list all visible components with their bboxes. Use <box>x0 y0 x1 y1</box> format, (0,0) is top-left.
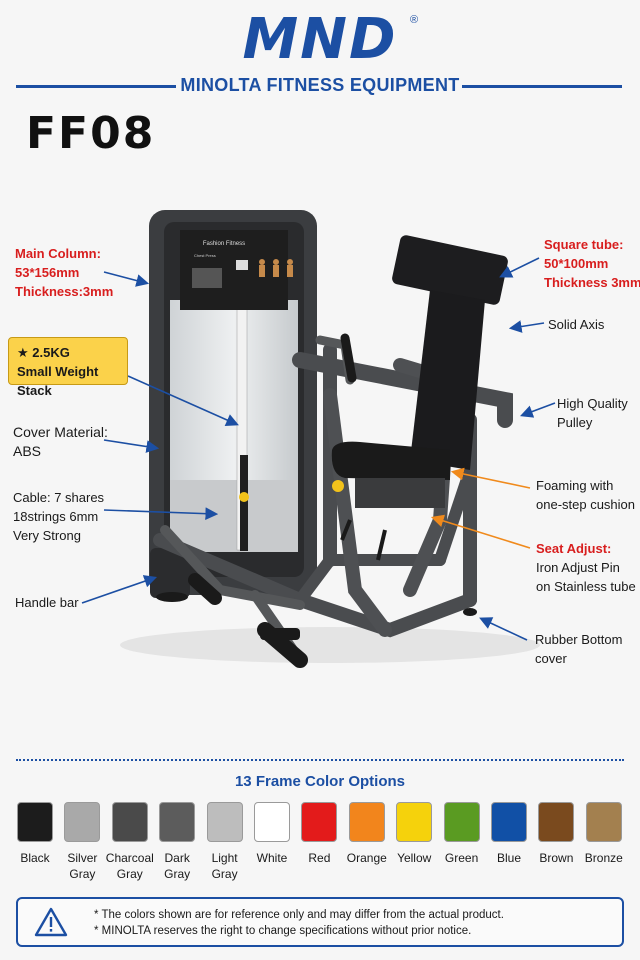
color-swatch <box>538 802 575 842</box>
color-swatch <box>111 802 148 842</box>
color-swatch <box>396 802 433 842</box>
color-swatch-label: Orange <box>346 851 387 865</box>
model-number: FF08 <box>26 108 156 159</box>
annotation-square-tube: Square tube: 50*100mm Thickness 3mm <box>544 237 640 290</box>
color-swatch <box>348 802 385 842</box>
color-swatch-label: Brown <box>539 851 574 865</box>
annotation-solid-axis: Solid Axis <box>548 317 605 332</box>
annotation-cable: Cable: 7 shares 18strings 6mm Very Stron… <box>13 490 105 543</box>
section-divider <box>16 759 624 761</box>
color-swatch-label: Yellow <box>397 851 432 865</box>
annotation-seat-adjust: Seat Adjust: Iron Adjust Pin on Stainles… <box>536 541 636 594</box>
color-swatch <box>17 802 53 842</box>
color-swatch <box>159 802 196 842</box>
color-swatch <box>301 802 338 842</box>
annotation-handle-bar: Handle bar <box>15 595 79 610</box>
registered-mark: ® <box>410 14 419 26</box>
machine-illustration: Fashion Fitness Chest Press <box>81 210 556 668</box>
tagline-rule-left <box>16 85 176 88</box>
color-swatch-label: Red <box>308 851 331 865</box>
color-swatch-label: Blue <box>496 851 522 865</box>
notice-line: * The colors shown are for reference onl… <box>94 909 504 921</box>
color-swatch-label: Black <box>20 851 50 865</box>
annotation-pulley: High Quality Pulley <box>557 396 628 430</box>
annotation-arrows-orange <box>430 467 531 549</box>
notice-box: * The colors shown are for reference onl… <box>16 897 624 947</box>
warning-icon <box>34 907 68 937</box>
color-swatch <box>491 802 527 842</box>
annotation-rubber-bottom: Rubber Bottom cover <box>535 632 623 666</box>
color-swatch <box>254 802 290 842</box>
brand-logo: MND <box>242 7 398 72</box>
weight-stack-badge: ★ 2.5KG Small Weight Stack <box>8 337 128 398</box>
notice-line: * MINOLTA reserves the right to change s… <box>94 925 472 937</box>
floor-shadow <box>120 627 540 663</box>
color-swatch-label: Bronze <box>584 851 623 865</box>
color-swatch <box>443 802 480 842</box>
panel-figures <box>259 259 293 277</box>
annotation-main-column: Main Column: 53*156mm Thickness:3mm <box>15 246 114 299</box>
rubber-feet <box>260 608 477 640</box>
notice-text: * The colors shown are for reference onl… <box>94 907 504 939</box>
color-swatch-label: Green <box>444 851 479 865</box>
color-swatch <box>585 802 622 842</box>
color-swatch <box>64 802 101 842</box>
annotation-arrows <box>81 257 556 641</box>
weight-tower: Fashion Fitness Chest Press <box>149 210 317 602</box>
color-swatch <box>206 802 243 842</box>
panel-title: Chest Press <box>194 253 216 258</box>
annotation-cover-material: Cover Material: ABS <box>13 424 108 459</box>
panel-brand: Fashion Fitness <box>203 241 245 247</box>
color-swatch-label: White <box>256 851 288 865</box>
tagline-rule-right <box>462 85 622 88</box>
brand-tagline: MINOLTA FITNESS EQUIPMENT <box>180 75 460 95</box>
annotation-foaming: Foaming with one-step cushion <box>536 478 636 512</box>
seat-assembly <box>331 235 508 561</box>
color-options-title: 13 Frame Color Options <box>234 773 406 790</box>
